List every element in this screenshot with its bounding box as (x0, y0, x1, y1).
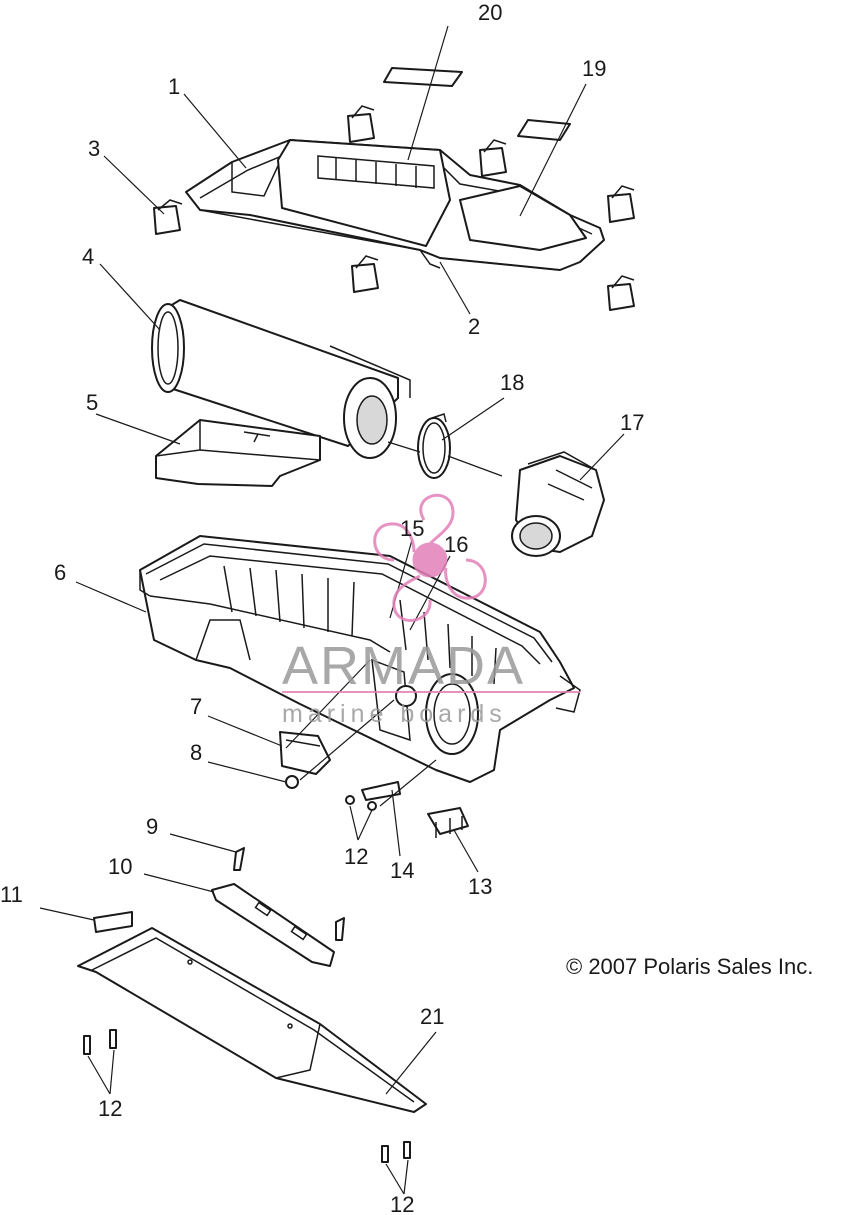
clip-3 (153, 199, 183, 235)
pre-filter (155, 419, 321, 487)
decal-20 (383, 67, 463, 87)
air-filter (151, 299, 411, 459)
connector-14 (361, 781, 401, 801)
callout-6: 6 (54, 560, 66, 585)
screw-9 (233, 847, 245, 871)
screw-right (335, 917, 345, 941)
intake-boot (511, 451, 605, 557)
callout-12-mid: 12 (344, 844, 368, 869)
copyright-notice: © 2007 Polaris Sales Inc. (566, 954, 813, 979)
callout-17: 17 (620, 410, 644, 435)
callout-16: 16 (444, 532, 468, 557)
callout-12-bottom: 12 (390, 1192, 414, 1215)
callout-3: 3 (88, 136, 100, 161)
callout-15: 15 (400, 516, 424, 541)
sensor-7 (279, 731, 331, 775)
leader-lines (39, 25, 625, 1195)
watermark-logo-icon (373, 493, 487, 622)
hose-clamp (417, 413, 451, 479)
callout-1: 1 (168, 74, 180, 99)
callout-11: 11 (0, 882, 23, 907)
callout-9: 9 (146, 814, 158, 839)
rivets-12-bottom (381, 1141, 411, 1163)
callout-20: 20 (478, 0, 502, 25)
callout-8: 8 (190, 740, 202, 765)
clip-top-1 (347, 105, 375, 143)
callout-21: 21 (420, 1004, 444, 1029)
bracket-10 (211, 883, 335, 967)
rivets-12-left (83, 1029, 117, 1055)
bolt-8 (285, 775, 299, 789)
callout-2: 2 (468, 314, 480, 339)
callout-19: 19 (582, 56, 606, 81)
callout-10: 10 (108, 854, 132, 879)
sensor-13 (427, 807, 469, 838)
callout-7: 7 (190, 694, 202, 719)
watermark-tagline: marine boards (282, 700, 507, 728)
callout-labels: 20 19 1 3 2 4 18 17 5 15 16 6 7 8 12 14 … (0, 0, 644, 1215)
callout-4: 4 (82, 244, 94, 269)
clip-right-2 (607, 275, 635, 311)
clip-bottom (351, 255, 379, 293)
callout-5: 5 (86, 390, 98, 415)
callout-12-left: 12 (98, 1096, 122, 1121)
watermark: ARMADA marine boards (282, 493, 580, 728)
watermark-brand: ARMADA (282, 636, 525, 696)
pad-11 (93, 911, 133, 933)
clip-top-2 (479, 139, 507, 177)
callout-13: 13 (468, 874, 492, 899)
decal-19 (517, 119, 571, 141)
callout-18: 18 (500, 370, 524, 395)
skid-plate-21 (77, 927, 427, 1113)
callout-14: 14 (390, 858, 414, 883)
clip-right-1 (607, 185, 635, 223)
airbox-cover (185, 139, 605, 271)
